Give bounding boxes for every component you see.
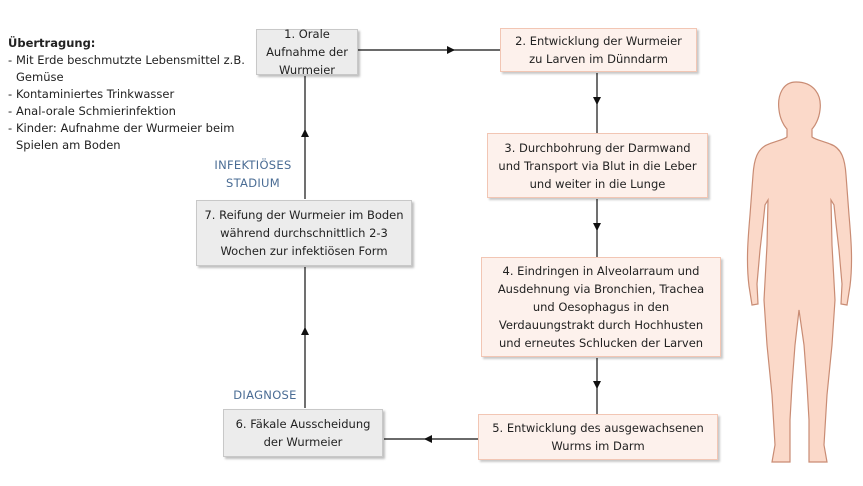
transmission-item: Kontaminiertes Trinkwasser — [8, 86, 253, 103]
step-6-fecal-excretion: 6. Fäkale Ausscheidung der Wurmeier — [223, 409, 383, 457]
step-4-text: 4. Eindringen in Alveolarraum und Ausdeh… — [497, 264, 705, 350]
step-5-text: 5. Entwicklung des ausgewachsenen Wurms … — [492, 421, 704, 453]
step-1-oral-ingestion: 1. Orale Aufnahme der Wurmeier — [256, 27, 358, 77]
human-body-icon — [746, 81, 853, 463]
transmission-item: Kinder: Aufnahme der Wurmeier beim Spiel… — [8, 120, 253, 154]
step-2-text: 2. Entwicklung der Wurmeier zu Larven im… — [515, 34, 682, 66]
infectious-stage-label: INFEKTIÖSES STADIUM — [214, 158, 292, 190]
transmission-list: Mit Erde beschmutzte Lebensmittel z.B. G… — [8, 52, 253, 154]
step-2-larval-development: 2. Entwicklung der Wurmeier zu Larven im… — [500, 28, 697, 72]
step-4-alveolar-migration: 4. Eindringen in Alveolarraum und Ausdeh… — [481, 257, 721, 357]
transmission-item: Anal-orale Schmierinfektion — [8, 103, 253, 120]
step-1-text: 1. Orale Aufnahme der Wurmeier — [266, 27, 348, 77]
step-7-egg-maturation: 7. Reifung der Wurmeier im Boden während… — [196, 200, 412, 266]
step-5-adult-worm: 5. Entwicklung des ausgewachsenen Wurms … — [478, 414, 718, 460]
step-6-text: 6. Fäkale Ausscheidung der Wurmeier — [235, 417, 371, 449]
transmission-item: Mit Erde beschmutzte Lebensmittel z.B. G… — [8, 52, 253, 86]
step-3-text: 3. Durchbohrung der Darmwand und Transpo… — [498, 140, 697, 191]
diagnosis-label: DIAGNOSE — [233, 388, 297, 402]
transmission-heading: Übertragung: — [8, 36, 96, 50]
step-7-text: 7. Reifung der Wurmeier im Boden während… — [204, 208, 404, 258]
transmission-info: Übertragung: Mit Erde beschmutzte Lebens… — [8, 35, 253, 154]
step-3-intestinal-penetration: 3. Durchbohrung der Darmwand und Transpo… — [487, 133, 708, 198]
